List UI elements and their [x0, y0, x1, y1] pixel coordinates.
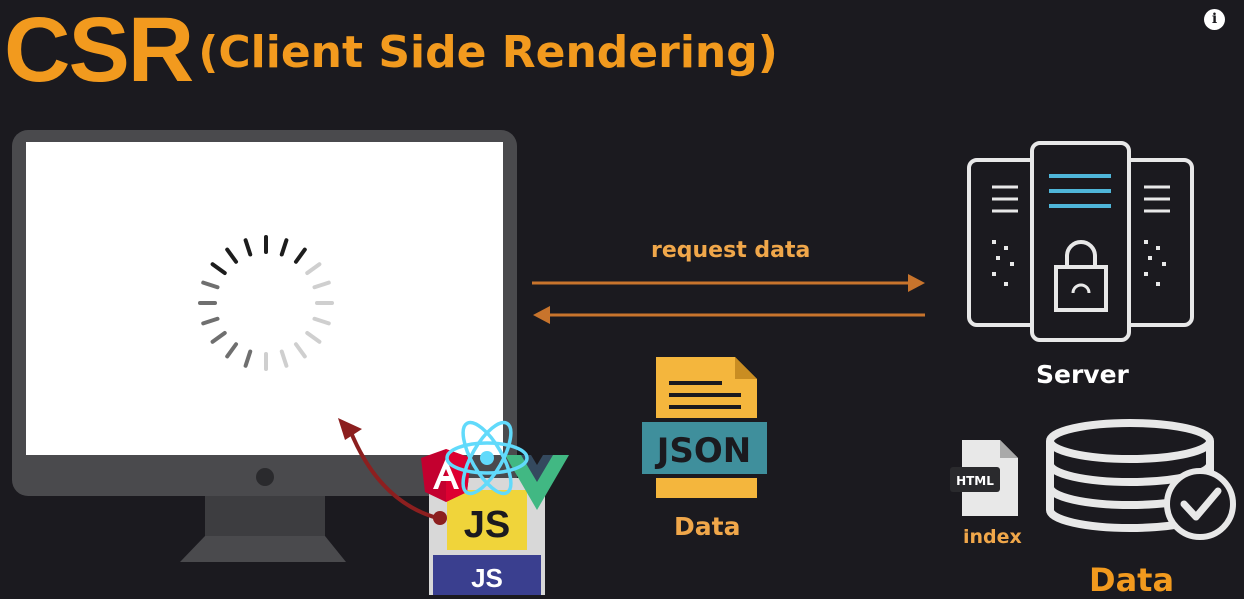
loading-spinner-icon — [198, 235, 334, 371]
spinner-tick — [279, 349, 289, 368]
js-file-icon: JS JS — [421, 420, 569, 595]
check-icon — [1164, 468, 1236, 540]
page-title: CSR(Client Side Rendering) — [4, 4, 778, 96]
html-file-icon: HTML — [950, 440, 1018, 516]
spinner-tick — [305, 330, 322, 344]
spinner-tick — [225, 247, 239, 264]
spinner-tick — [243, 238, 253, 257]
server-label: Server — [1036, 360, 1129, 389]
html-badge: HTML — [956, 474, 994, 488]
json-badge: JSON — [655, 431, 752, 471]
json-data-label: Data — [674, 512, 741, 541]
request-arrow — [532, 274, 925, 292]
spinner-tick — [201, 280, 220, 290]
spinner-tick — [243, 349, 253, 368]
server-rack-icon — [967, 141, 1194, 342]
spinner-tick — [210, 262, 227, 276]
request-data-label: request data — [651, 238, 811, 263]
spinner-tick — [312, 280, 331, 290]
html-index-label: index — [963, 526, 1022, 548]
monitor-icon — [12, 130, 517, 562]
js-badge-top: JS — [464, 504, 510, 546]
js-badge-bottom: JS — [471, 563, 503, 593]
vue-logo — [505, 455, 569, 510]
database-icon — [1046, 419, 1236, 540]
database-label: Data — [1089, 561, 1175, 599]
spinner-tick — [312, 316, 331, 326]
response-arrow — [533, 306, 925, 324]
spinner-tick — [225, 342, 239, 359]
react-logo — [445, 420, 529, 496]
spinner-tick — [293, 247, 307, 264]
spinner-tick — [279, 238, 289, 257]
info-icon[interactable]: i — [1204, 9, 1225, 30]
lock-icon — [1054, 240, 1108, 312]
title-main: CSR — [4, 0, 194, 101]
render-arrow — [338, 418, 447, 525]
spinner-tick — [201, 316, 220, 326]
title-subtitle: (Client Side Rendering) — [198, 27, 778, 78]
spinner-tick — [210, 330, 227, 344]
json-file-icon: JSON — [638, 357, 771, 498]
spinner-tick — [293, 342, 307, 359]
spinner-tick — [305, 262, 322, 276]
